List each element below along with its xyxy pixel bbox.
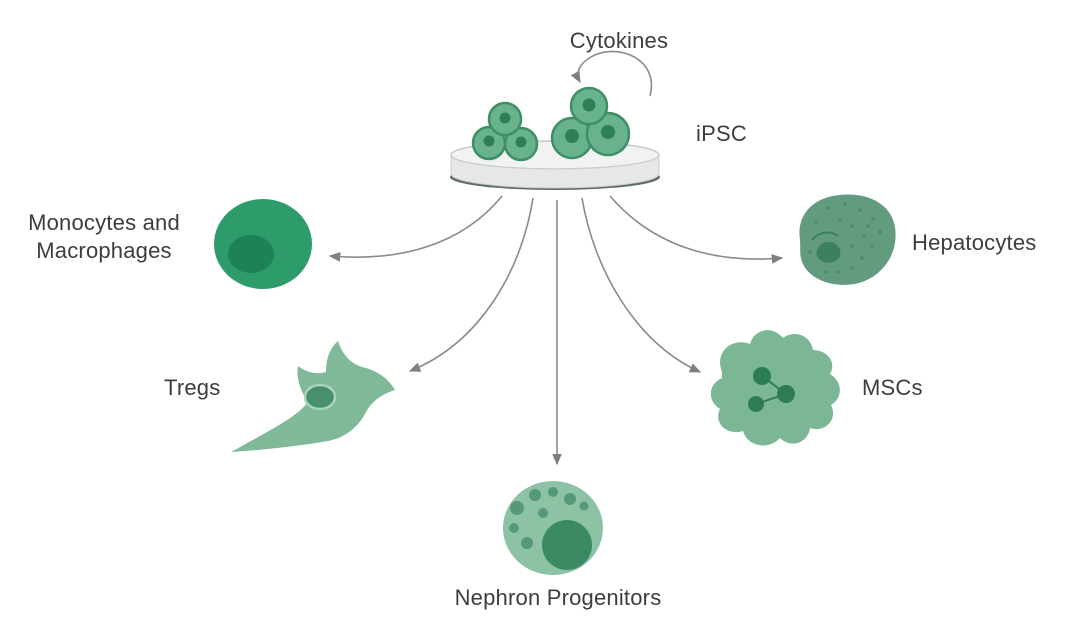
macrophage-cell-icon — [214, 199, 312, 289]
treg-cell-icon — [231, 341, 395, 452]
hepatocytes-label: Hepatocytes — [912, 230, 1037, 255]
hepatocyte-cell-icon — [799, 194, 896, 285]
ipsc-colony-right-icon — [550, 86, 631, 160]
ipsc-colony-left-icon — [471, 101, 539, 162]
monocytes-macrophages-label: Monocytes and Macrophages — [28, 210, 180, 264]
petri-dish-icon — [450, 86, 660, 190]
nephron-progenitor-cell-icon — [503, 481, 603, 575]
arrow-ipsc-to-monocytes — [328, 195, 503, 262]
tregs-label: Tregs — [164, 375, 221, 400]
cytokines-label: Cytokines — [569, 28, 669, 53]
ipsc-label: iPSC — [696, 121, 747, 146]
msc-cell-icon — [710, 330, 840, 446]
arrow-ipsc-to-mscs — [581, 197, 702, 373]
mscs-label: MSCs — [862, 375, 923, 400]
nephron-progenitors-label: Nephron Progenitors — [454, 585, 662, 610]
cytokines-loop-arrow — [570, 50, 653, 97]
arrow-ipsc-to-tregs — [408, 197, 534, 372]
arrow-ipsc-to-hepatocytes — [609, 195, 784, 264]
